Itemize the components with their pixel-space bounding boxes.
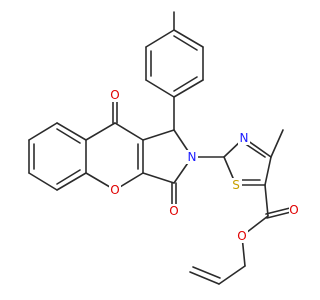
atom-o-ester-carbonyl: O [289,203,300,217]
molecule-canvas: O O O N N S O O [28,11,300,285]
pyrrolidinone-ring [142,129,193,209]
atom-label-o-ester: O [237,229,246,243]
atom-label-s-thiazole: S [232,178,240,192]
atom-s-thiazole: S [230,178,242,192]
benzo-ring [28,122,87,191]
atom-o-ketone: O [109,88,121,102]
molecule-structure: O O O N N S O O [28,11,300,285]
atom-o-lactam: O [168,204,180,218]
atom-n-thiazole: N [238,131,250,145]
atom-label-n-pyrrole: N [188,150,197,164]
atom-label-o-lactam: O [169,204,178,218]
atom-o-ester: O [236,229,248,243]
atom-label-o-ring: O [110,183,119,197]
thiazole-ring [191,129,284,186]
atom-o-ring: O [109,183,121,197]
atom-label-o-ketone: O [110,88,119,102]
pyranone-ring [85,97,144,191]
atom-label-n-thiazole: N [240,131,249,145]
tolyl-group [145,11,204,131]
atom-label-o-ester-carbonyl: O [289,203,298,217]
atom-n-pyrrole: N [186,150,198,164]
